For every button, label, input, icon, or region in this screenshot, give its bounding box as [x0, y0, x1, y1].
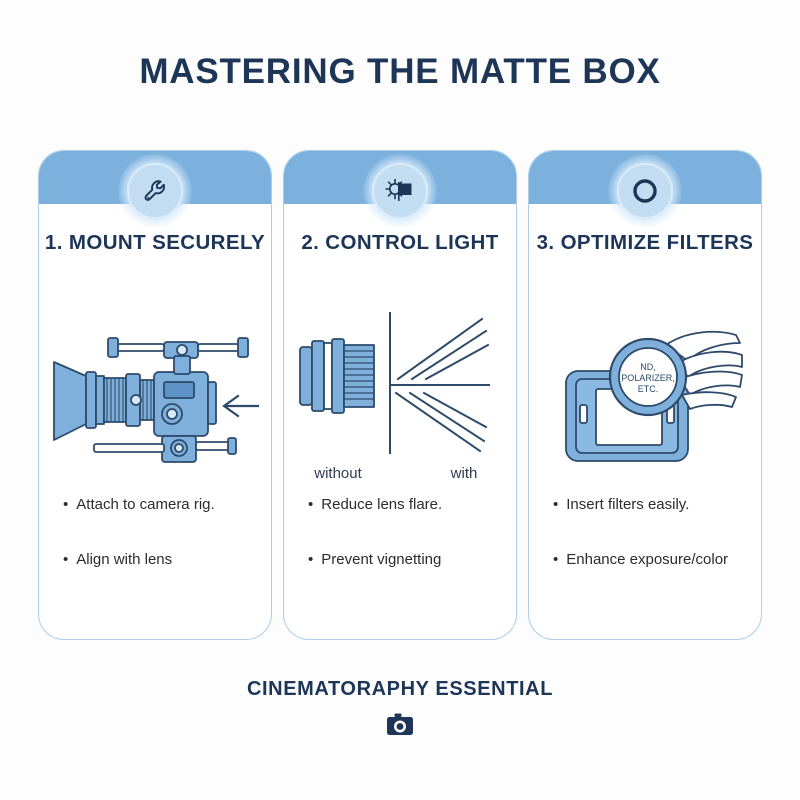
sun-flag-light-control-icon: [385, 177, 415, 205]
footer: CINEMATORAPHY ESSENTIAL: [0, 678, 800, 737]
illustration-flare-comparison: without with: [284, 301, 516, 486]
list-item: • Align with lens: [63, 551, 263, 570]
illustration-filter-insert: ND, POLARIZER, ETC.: [529, 301, 761, 486]
list-item: • Prevent vignetting: [308, 551, 508, 570]
bullet-text: Insert filters easily.: [566, 496, 690, 513]
page-title: MASTERING THE MATTE BOX: [139, 52, 661, 91]
bullet-dot: •: [63, 550, 69, 568]
filter-label-line-3: ETC.: [638, 384, 659, 394]
list-item: • Reduce lens flare.: [308, 496, 508, 515]
badge-circle: [617, 163, 673, 219]
illustration-camera-rig: [39, 301, 271, 486]
bullet-list-2: • Reduce lens flare. • Prevent vignettin…: [308, 496, 508, 606]
filter-ring-icon: [630, 176, 660, 206]
filter-label-line-1: ND,: [640, 362, 656, 372]
list-item: • Insert filters easily.: [553, 496, 753, 515]
bullet-text: Align with lens: [76, 550, 173, 568]
bullet-dot: •: [553, 496, 559, 513]
steps-container: 1. MOUNT SECURELY: [38, 150, 762, 640]
badge-glow: [363, 154, 437, 228]
badge-circle: [372, 163, 428, 219]
wrench-icon: [141, 177, 169, 205]
comparison-labels: without with: [284, 465, 516, 482]
bullet-text: Enhance exposure/color: [566, 550, 729, 568]
footer-text: CINEMATORAPHY ESSENTIAL: [246, 678, 554, 700]
bullet-dot: •: [63, 496, 69, 513]
bullet-text: Reduce lens flare.: [321, 496, 443, 513]
step-title-1: 1. MOUNT SECURELY: [44, 231, 266, 254]
bullet-text: Prevent vignetting: [321, 550, 442, 568]
label-with: with: [450, 465, 478, 482]
filter-label-line-2: POLARIZER,: [621, 373, 675, 383]
step-title-2: 2. CONTROL LIGHT: [301, 231, 499, 254]
list-item: • Attach to camera rig.: [63, 496, 263, 515]
camera-icon: [0, 713, 800, 737]
bullet-list-3: • Insert filters easily. • Enhance expos…: [553, 496, 753, 606]
badge-glow: [608, 154, 682, 228]
step-card-2[interactable]: 2. CONTROL LIGHT: [283, 150, 517, 640]
step-card-1[interactable]: 1. MOUNT SECURELY: [38, 150, 272, 640]
bullet-list-1: • Attach to camera rig. • Align with len…: [63, 496, 263, 606]
bullet-dot: •: [553, 550, 559, 568]
bullet-text: Attach to camera rig.: [76, 496, 215, 513]
step-card-3[interactable]: 3. OPTIMIZE FILTERS: [528, 150, 762, 640]
badge-circle: [127, 163, 183, 219]
bullet-dot: •: [308, 496, 314, 513]
label-without: without: [314, 465, 362, 482]
list-item: • Enhance exposure/color: [553, 551, 753, 570]
badge-glow: [118, 154, 192, 228]
step-title-3: 3. OPTIMIZE FILTERS: [536, 231, 754, 254]
bullet-dot: •: [308, 550, 314, 568]
